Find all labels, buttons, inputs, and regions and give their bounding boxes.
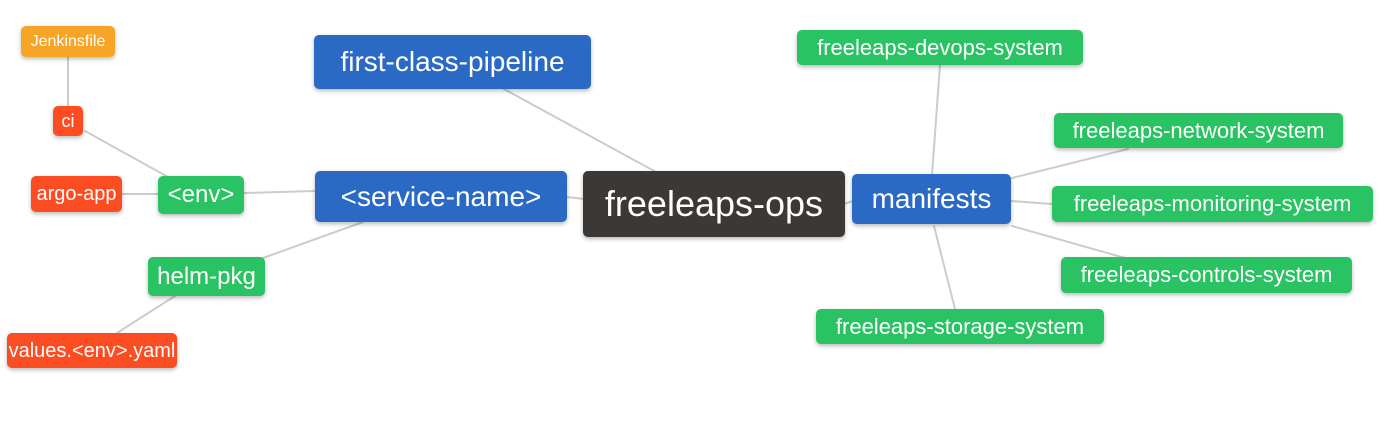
edge-manifests-devops-system [931, 64, 941, 176]
node-freeleaps-devops-system[interactable]: freeleaps-devops-system [797, 30, 1083, 65]
edge-env-service-name [243, 190, 316, 194]
edge-service-name-helm-pkg [262, 221, 364, 259]
node-first-class-pipeline[interactable]: first-class-pipeline [314, 35, 591, 89]
edge-manifests-controls-system [1011, 225, 1126, 259]
edge-first-class-pipeline-freeleaps-ops [503, 88, 657, 173]
edge-freeleaps-ops-manifests [843, 200, 854, 205]
node-freeleaps-controls-system[interactable]: freeleaps-controls-system [1061, 257, 1352, 293]
node-env[interactable]: <env> [158, 176, 244, 214]
edge-helm-pkg-values-env-yaml [116, 295, 176, 334]
node-helm-pkg[interactable]: helm-pkg [148, 257, 265, 296]
node-service-name[interactable]: <service-name> [315, 171, 567, 222]
node-ci[interactable]: ci [53, 106, 83, 136]
edge-manifests-monitoring-system [1010, 200, 1053, 205]
edge-ci-env [84, 130, 169, 178]
node-manifests[interactable]: manifests [852, 174, 1011, 224]
node-freeleaps-monitoring-system[interactable]: freeleaps-monitoring-system [1052, 186, 1373, 222]
node-argo-app[interactable]: argo-app [31, 176, 122, 212]
edge-manifests-storage-system [933, 225, 956, 310]
node-freeleaps-storage-system[interactable]: freeleaps-storage-system [816, 309, 1104, 344]
node-values-env-yaml[interactable]: values.<env>.yaml [7, 333, 177, 368]
edge-manifests-network-system [1011, 148, 1129, 179]
node-freeleaps-ops-root[interactable]: freeleaps-ops [583, 171, 845, 237]
edge-service-name-freeleaps-ops [566, 196, 585, 200]
node-jenkinsfile[interactable]: Jenkinsfile [21, 26, 115, 57]
node-freeleaps-network-system[interactable]: freeleaps-network-system [1054, 113, 1343, 148]
